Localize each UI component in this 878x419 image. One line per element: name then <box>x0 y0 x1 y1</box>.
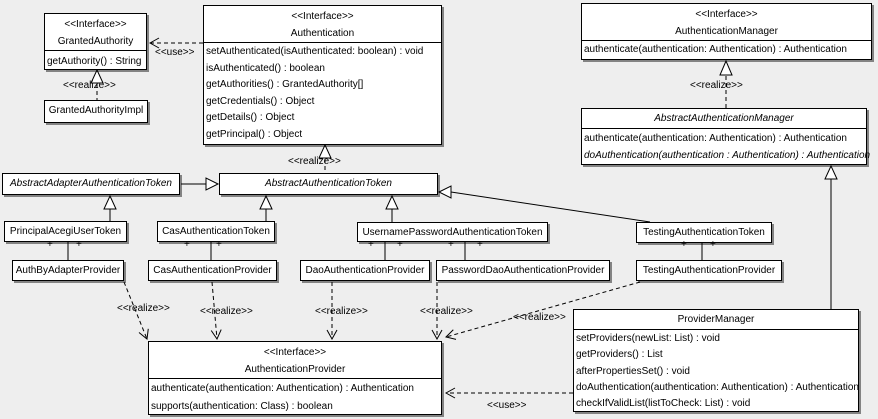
stereotype: <<Interface>> <box>291 11 354 22</box>
class-username-password-authentication-token[interactable]: UsernamePasswordAuthenticationToken <box>357 222 548 242</box>
class-name: PasswordDaoAuthenticationProvider <box>441 265 605 276</box>
method: authenticate(authentication: Authenticat… <box>151 383 414 394</box>
class-cas-authentication-token[interactable]: CasAuthenticationToken <box>157 221 275 242</box>
class-name: GrantedAuthority <box>57 36 134 47</box>
class-granted-authority[interactable]: <<Interface>> GrantedAuthority getAuthor… <box>44 13 147 70</box>
class-abstract-adapter-authentication-token[interactable]: AbstractAdapterAuthenticationToken <box>2 173 180 195</box>
class-authentication-manager[interactable]: <<Interface>> AuthenticationManager auth… <box>581 3 872 60</box>
class-name: AuthenticationManager <box>675 26 778 37</box>
class-principal-acegi-user-token[interactable]: PrincipalAcegiUserToken <box>4 221 127 242</box>
class-name: DaoAuthenticationProvider <box>305 265 425 276</box>
multiplicity-label: + <box>76 239 82 250</box>
class-testing-authentication-token[interactable]: TestingAuthenticationToken <box>636 222 772 243</box>
class-name: TestingAuthenticationProvider <box>642 265 776 276</box>
class-dao-authentication-provider[interactable]: DaoAuthenticationProvider <box>300 260 430 281</box>
association-line <box>67 242 703 260</box>
class-cas-authentication-provider[interactable]: CasAuthenticationProvider <box>148 260 277 281</box>
class-testing-authentication-provider[interactable]: TestingAuthenticationProvider <box>636 260 782 281</box>
stereotype-label: <<realize>> <box>315 306 368 317</box>
class-authentication-provider[interactable]: <<Interface>> AuthenticationProvider aut… <box>148 341 442 415</box>
class-name: AbstractAuthenticationToken <box>265 178 392 189</box>
class-auth-by-adapter-provider[interactable]: AuthByAdapterProvider <box>12 260 124 281</box>
multiplicity-label: + <box>448 239 454 250</box>
stereotype-label: <<realize>> <box>200 306 253 317</box>
class-abstract-authentication-token[interactable]: AbstractAuthenticationToken <box>219 173 438 195</box>
multiplicity-label: + <box>47 239 53 250</box>
class-name: GrantedAuthorityImpl <box>48 105 144 116</box>
multiplicity-label: + <box>477 239 483 250</box>
method: getAuthority() : String <box>47 56 142 67</box>
multiplicity-label: + <box>710 239 716 250</box>
stereotype: <<Interface>> <box>263 347 327 358</box>
method: getCredentials() : Object <box>206 95 315 107</box>
stereotype-label: <<realize>> <box>288 156 341 167</box>
method: getPrincipal() : Object <box>206 128 303 140</box>
method: getDetails() : Object <box>206 112 295 124</box>
stereotype-label: <<realize>> <box>513 312 566 323</box>
stereotype-label: <<realize>> <box>420 306 473 317</box>
method: getAuthorities() : GrantedAuthority[] <box>206 79 364 91</box>
method: supports(authentication: Class) : boolea… <box>151 400 333 412</box>
stereotype-label: <<realize>> <box>63 80 116 91</box>
method: doAuthentication(authentication: Authent… <box>576 381 859 393</box>
multiplicity-label: + <box>397 239 403 250</box>
method: authenticate(authentication: Authenticat… <box>584 44 847 55</box>
class-name: CasAuthenticationProvider <box>153 265 272 276</box>
class-name: PrincipalAcegiUserToken <box>9 226 122 237</box>
method: setProviders(newList: List) : void <box>576 333 720 344</box>
class-name: UsernamePasswordAuthenticationToken <box>362 227 543 238</box>
method: getProviders() : List <box>576 349 663 361</box>
class-authentication[interactable]: <<Interface>> Authentication setAuthenti… <box>203 5 442 145</box>
method: afterPropertiesSet() : void <box>576 365 690 377</box>
multiplicity-label: + <box>216 239 222 250</box>
stereotype-label: <<realize>> <box>117 303 170 314</box>
method: setAuthenticated(isAuthenticated: boolea… <box>206 46 424 57</box>
class-name: TestingAuthenticationToken <box>643 227 765 238</box>
class-name: AbstractAuthenticationManager <box>654 113 794 124</box>
stereotype: <<Interface>> <box>64 19 127 30</box>
class-name: AuthenticationProvider <box>244 364 346 375</box>
class-password-dao-authentication-provider[interactable]: PasswordDaoAuthenticationProvider <box>436 260 610 281</box>
class-name: AuthByAdapterProvider <box>15 265 121 276</box>
stereotype: <<Interface>> <box>695 9 758 20</box>
multiplicity-label: + <box>368 239 374 250</box>
class-abstract-authentication-manager[interactable]: AbstractAuthenticationManager authentica… <box>581 108 871 165</box>
class-name: Authentication <box>290 28 355 39</box>
method: authenticate(authentication: Authenticat… <box>584 133 847 144</box>
stereotype-label: <<realize>> <box>690 80 743 91</box>
class-name: AbstractAdapterAuthenticationToken <box>10 178 172 189</box>
class-provider-manager[interactable]: ProviderManager setProviders(newList: Li… <box>573 309 859 412</box>
stereotype-label: <<use>> <box>155 47 195 58</box>
multiplicity-label: + <box>184 239 190 250</box>
method: doAuthentication(authentication : Authen… <box>584 150 871 161</box>
method: checkIfValidList(listToCheck: List) : vo… <box>576 398 751 410</box>
stereotype-label: <<use>> <box>487 400 527 411</box>
class-name: CasAuthenticationToken <box>162 226 270 237</box>
class-name: ProviderManager <box>677 314 755 325</box>
class-granted-authority-impl[interactable]: GrantedAuthorityImpl <box>44 100 148 123</box>
method: isAuthenticated() : boolean <box>206 62 325 74</box>
multiplicity-label: + <box>681 239 687 250</box>
